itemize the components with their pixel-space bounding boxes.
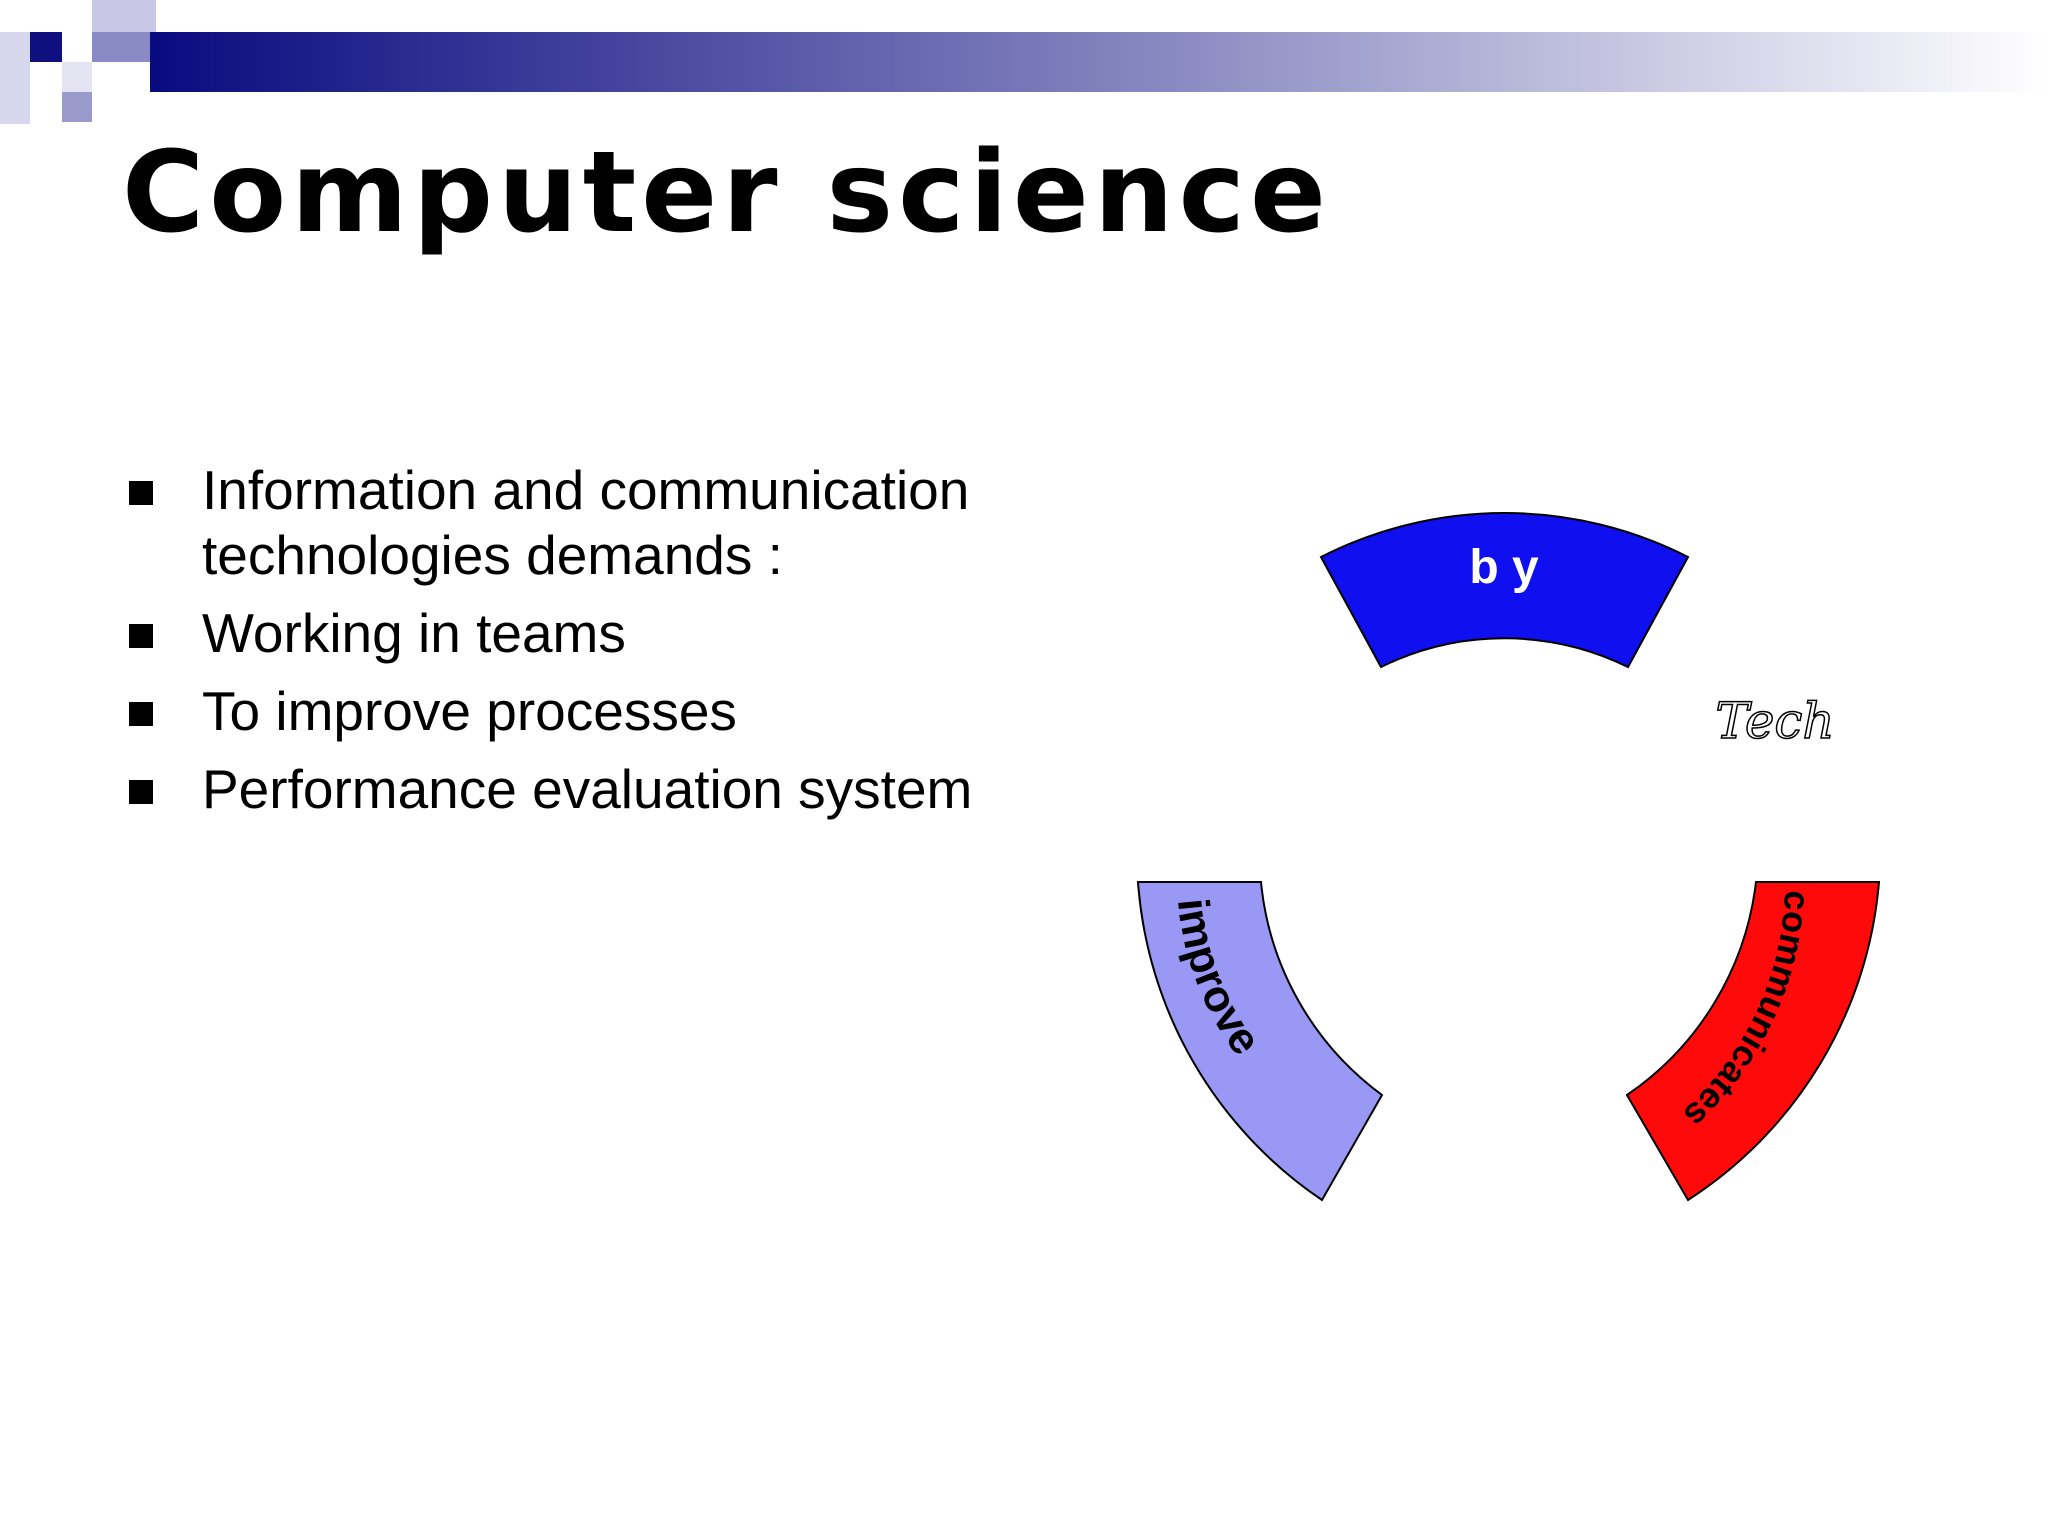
- mosaic-square-pale: [62, 62, 92, 92]
- square-bullet-icon: [129, 702, 153, 726]
- square-bullet-icon: [129, 624, 153, 648]
- bullet-text: Information and communication technologi…: [202, 459, 970, 586]
- bullet-text: To improve processes: [202, 680, 737, 742]
- bullet-text: Performance evaluation system: [202, 758, 973, 820]
- diagram-floating-label: Tech: [1715, 692, 1834, 750]
- cycle-diagram: b y communicates improve Tech: [1136, 512, 1881, 1202]
- mosaic-square-light-left: [0, 32, 30, 124]
- header-gradient-bar: [150, 32, 2048, 92]
- square-bullet-icon: [129, 481, 153, 505]
- bullet-item: To improve processes: [120, 679, 1000, 744]
- slide-title: Computer science: [122, 128, 1331, 258]
- square-bullet-icon: [129, 780, 153, 804]
- mosaic-square-dark: [30, 32, 62, 62]
- bullet-item: Information and communication technologi…: [120, 458, 1000, 588]
- mosaic-square-light-top: [92, 0, 156, 32]
- diagram-segment-top: [1319, 512, 1690, 669]
- bullet-text: Working in teams: [202, 602, 626, 664]
- diagram-segment-top-label: b y: [1469, 541, 1539, 594]
- bullet-item: Working in teams: [120, 601, 1000, 666]
- bullet-list: Information and communication technologi…: [120, 458, 1000, 835]
- mosaic-square-mid-low: [62, 92, 92, 122]
- diagram-segment-right: [1625, 881, 1881, 1202]
- bullet-item: Performance evaluation system: [120, 757, 1000, 822]
- diagram-segment-left: [1136, 881, 1384, 1202]
- corner-mosaic-decoration: [0, 0, 156, 124]
- mosaic-square-mid: [92, 32, 154, 62]
